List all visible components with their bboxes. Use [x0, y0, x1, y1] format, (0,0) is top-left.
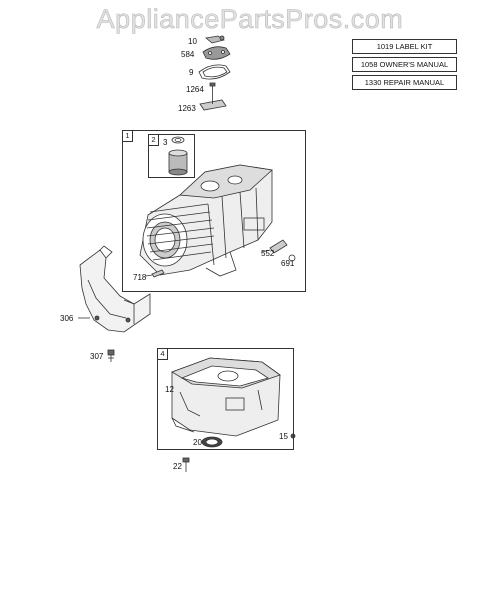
- callout-20[interactable]: 20: [193, 438, 202, 447]
- part-22-bolt: [182, 457, 190, 472]
- part-1264-screw: [209, 82, 216, 98]
- piston-box: 2: [148, 134, 195, 178]
- part-552-dowel: [261, 239, 288, 254]
- callout-1264[interactable]: 1264: [186, 85, 204, 94]
- part-691-ring: [288, 254, 296, 262]
- callout-9[interactable]: 9: [189, 68, 194, 77]
- box-number-1[interactable]: 1: [122, 130, 133, 142]
- callout-1263[interactable]: 1263: [178, 104, 196, 113]
- callout-10[interactable]: 10: [188, 37, 197, 46]
- part-307-bolt: [107, 349, 115, 362]
- callout-22[interactable]: 22: [173, 462, 182, 471]
- part-20-seal: [201, 436, 223, 448]
- callout-718[interactable]: 718: [133, 273, 147, 282]
- part-306-shroud: [78, 245, 151, 333]
- part-10-rocker: [205, 35, 225, 44]
- callout-3[interactable]: 3: [163, 138, 168, 147]
- callout-306[interactable]: 306: [60, 314, 74, 323]
- part-718-pin: [145, 269, 165, 278]
- callout-15[interactable]: 15: [279, 432, 288, 441]
- callout-12[interactable]: 12: [165, 385, 174, 394]
- label-kit-box[interactable]: 1019 LABEL KIT: [352, 39, 457, 54]
- sump-assembly-box: 4: [157, 348, 294, 450]
- callout-691[interactable]: 691: [281, 259, 295, 268]
- watermark-text: AppliancePartsPros.com: [96, 4, 404, 35]
- callout-307[interactable]: 307: [90, 352, 104, 361]
- cylinder-assembly-box: 1: [122, 130, 306, 292]
- callout-584[interactable]: 584: [181, 50, 195, 59]
- cylinder-block-drawing: [139, 164, 273, 277]
- part-9-gasket: [198, 64, 231, 80]
- part-584-cover: [202, 46, 231, 60]
- owners-manual-box[interactable]: 1058 OWNER'S MANUAL: [352, 57, 457, 72]
- part-1263-plate: [199, 99, 227, 111]
- repair-manual-box[interactable]: 1330 REPAIR MANUAL: [352, 75, 457, 90]
- callout-552[interactable]: 552: [261, 249, 275, 258]
- part-3-piston: [168, 136, 188, 176]
- box-number-4[interactable]: 4: [157, 348, 168, 360]
- box-number-2[interactable]: 2: [148, 134, 159, 146]
- sump-base-drawing: [171, 357, 281, 437]
